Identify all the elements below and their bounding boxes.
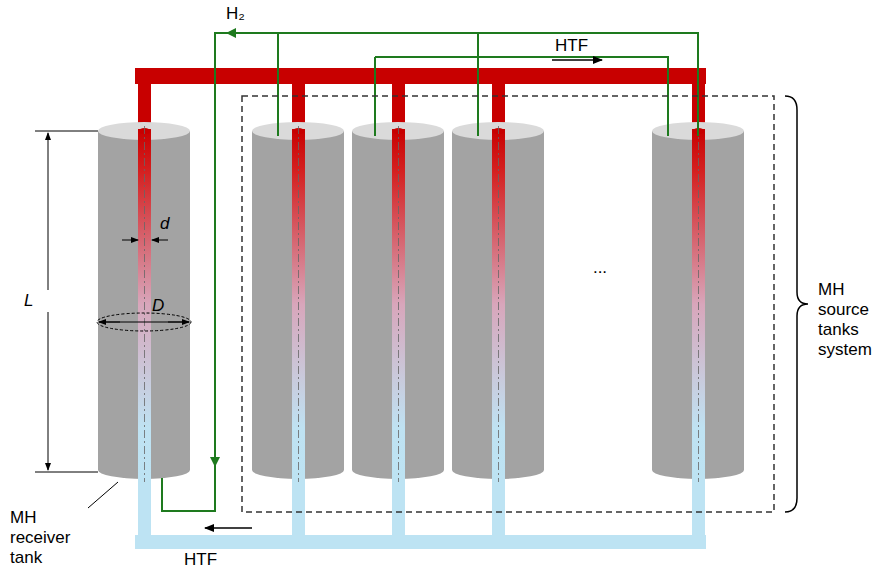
metal-hydride-tank — [352, 122, 444, 482]
flow-label: HTF — [555, 36, 588, 56]
flow-label: HTF — [184, 550, 217, 570]
metal-hydride-tank — [252, 122, 344, 482]
part-name: MH receiver tank — [10, 508, 90, 568]
dimension-label: L — [24, 291, 33, 311]
metal-hydride-tank — [452, 122, 544, 482]
group-name: MH source tanks system — [818, 280, 882, 360]
dimension-label: D — [152, 296, 164, 316]
ellipsis-mark: ... — [593, 258, 607, 278]
metal-hydride-tank — [98, 122, 190, 482]
gas-label: H₂ — [226, 4, 245, 24]
dimension-label: d — [160, 214, 169, 234]
metal-hydride-tank — [652, 122, 744, 482]
